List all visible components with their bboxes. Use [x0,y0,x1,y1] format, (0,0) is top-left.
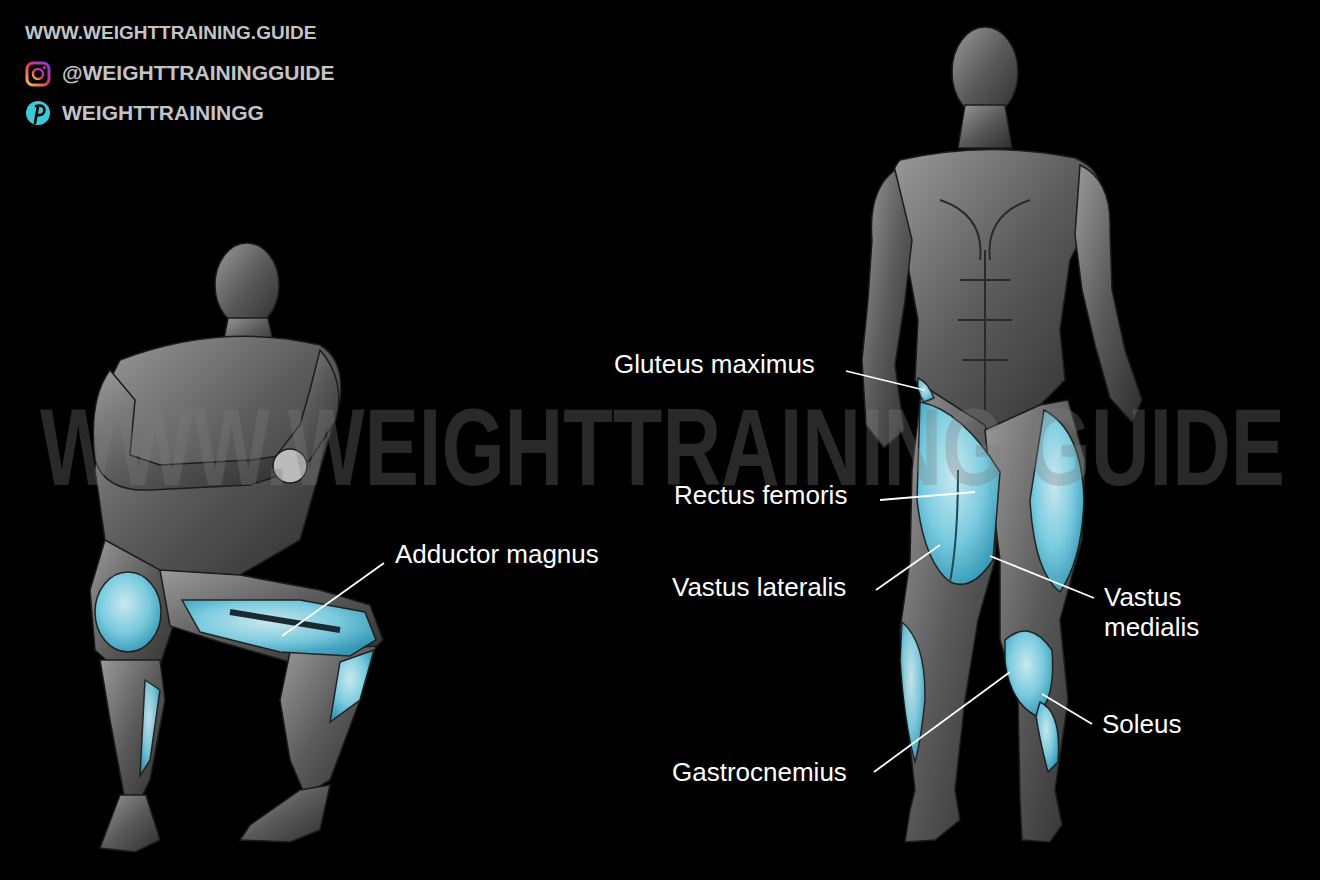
muscle-label: Gluteus maximus [614,350,815,380]
leader-line [876,545,940,590]
leader-line [846,371,924,390]
muscle-label: Vastus lateralis [672,573,846,603]
instagram-handle: @WEIGHTTRAININGGUIDE [62,61,334,85]
leader-line [1042,694,1092,724]
instagram-icon [27,63,49,85]
leader-line [282,563,384,636]
watermark: WWW.WEIGHTTRAINING.GUIDE [40,392,1285,502]
muscle-label: Gastrocnemius [672,758,847,788]
muscle-label: Adductor magnus [395,540,599,570]
pinterest-handle: WEIGHTTRAININGG [62,101,264,125]
muscle-label: Vastus medialis [1104,583,1229,643]
site-url: WWW.WEIGHTTRAINING.GUIDE [25,22,316,44]
leader-line [990,556,1094,598]
squat-figure [90,243,383,852]
muscle-label: Soleus [1102,710,1182,740]
leader-line [874,672,1010,772]
pinterest-icon [26,101,50,125]
muscle-label: Rectus femoris [674,481,847,511]
